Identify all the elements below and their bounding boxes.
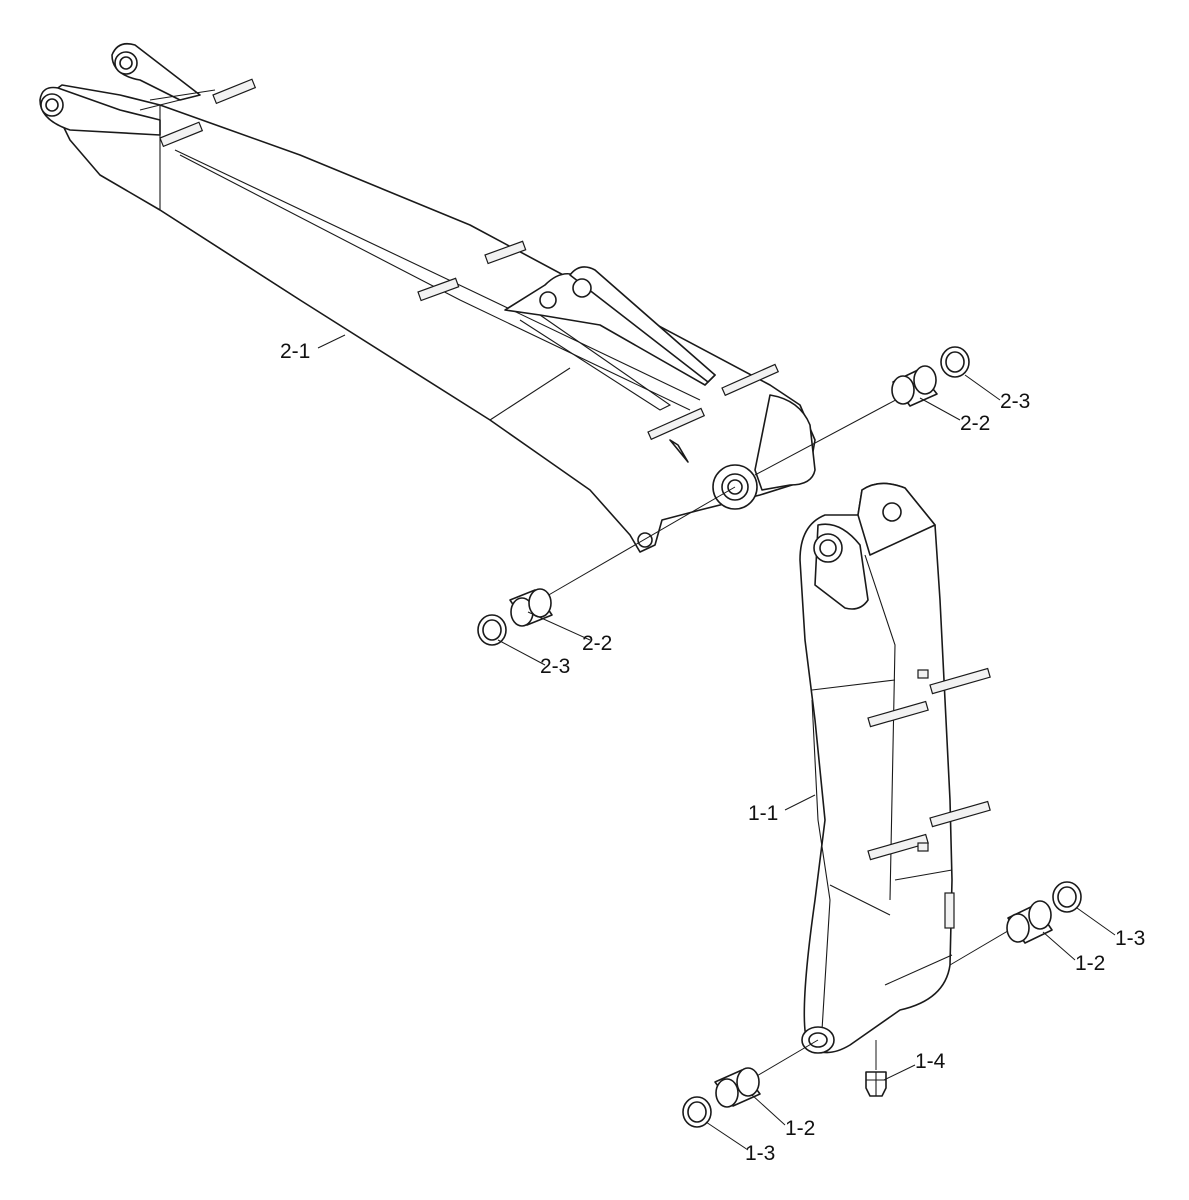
callout-boom-bushing-front: 2-2 <box>960 412 990 435</box>
callout-boom-shim-rear: 2-3 <box>540 655 570 678</box>
arm-bushing-left <box>714 1067 761 1108</box>
callout-boom-shim-front: 2-3 <box>1000 390 1030 413</box>
boom-wear-pad <box>647 407 706 441</box>
arm-wear-pad <box>929 800 991 828</box>
callout-arm-shim-left: 1-3 <box>745 1142 775 1165</box>
boom-wear-pad <box>721 363 780 397</box>
callout-arm: 1-1 <box>748 802 778 825</box>
callout-boom: 2-1 <box>280 340 310 363</box>
boom-pin-parts <box>477 346 970 646</box>
callout-grease-fitting: 1-4 <box>915 1050 946 1073</box>
arm-bushing-right <box>1006 900 1053 944</box>
boom-shim-front <box>940 346 970 378</box>
boom-front-end <box>754 394 816 491</box>
boom-assembly <box>39 42 816 553</box>
arm-shim-right <box>1052 881 1082 913</box>
arm-plate <box>944 892 955 929</box>
grease-fitting <box>865 1071 887 1097</box>
callout-labels: 2-1 2-2 2-3 2-2 2-3 1-1 1-2 1-3 1-2 1-3 … <box>280 340 1145 1165</box>
boom-bushing-front <box>891 365 938 407</box>
boom-wear-pad <box>159 121 204 148</box>
callout-leaders <box>317 334 1116 1151</box>
arm-wear-pad <box>929 667 991 695</box>
boom-wear-pad <box>484 240 527 265</box>
arm-wear-pad <box>867 700 929 728</box>
callout-arm-bushing-right: 1-2 <box>1075 952 1105 975</box>
boom-wear-pad <box>212 78 257 105</box>
boom-shim-rear <box>477 614 507 646</box>
arm-pin-parts <box>682 881 1082 1128</box>
arm-top-pin-hole <box>882 502 902 522</box>
boom-cylinder-bracket <box>504 272 716 386</box>
callout-arm-shim-right: 1-3 <box>1115 927 1145 950</box>
callout-boom-bushing-rear: 2-2 <box>582 632 612 655</box>
boom-wear-pad <box>417 277 460 302</box>
arm-assembly <box>799 482 991 1054</box>
bracket-pin-hole <box>572 278 592 298</box>
boom-body <box>47 84 816 553</box>
arm-shim-left <box>682 1096 712 1128</box>
arm-wear-pad <box>867 833 929 861</box>
callout-arm-bushing-left: 1-2 <box>785 1117 815 1140</box>
boom-bushing-rear <box>509 588 553 627</box>
